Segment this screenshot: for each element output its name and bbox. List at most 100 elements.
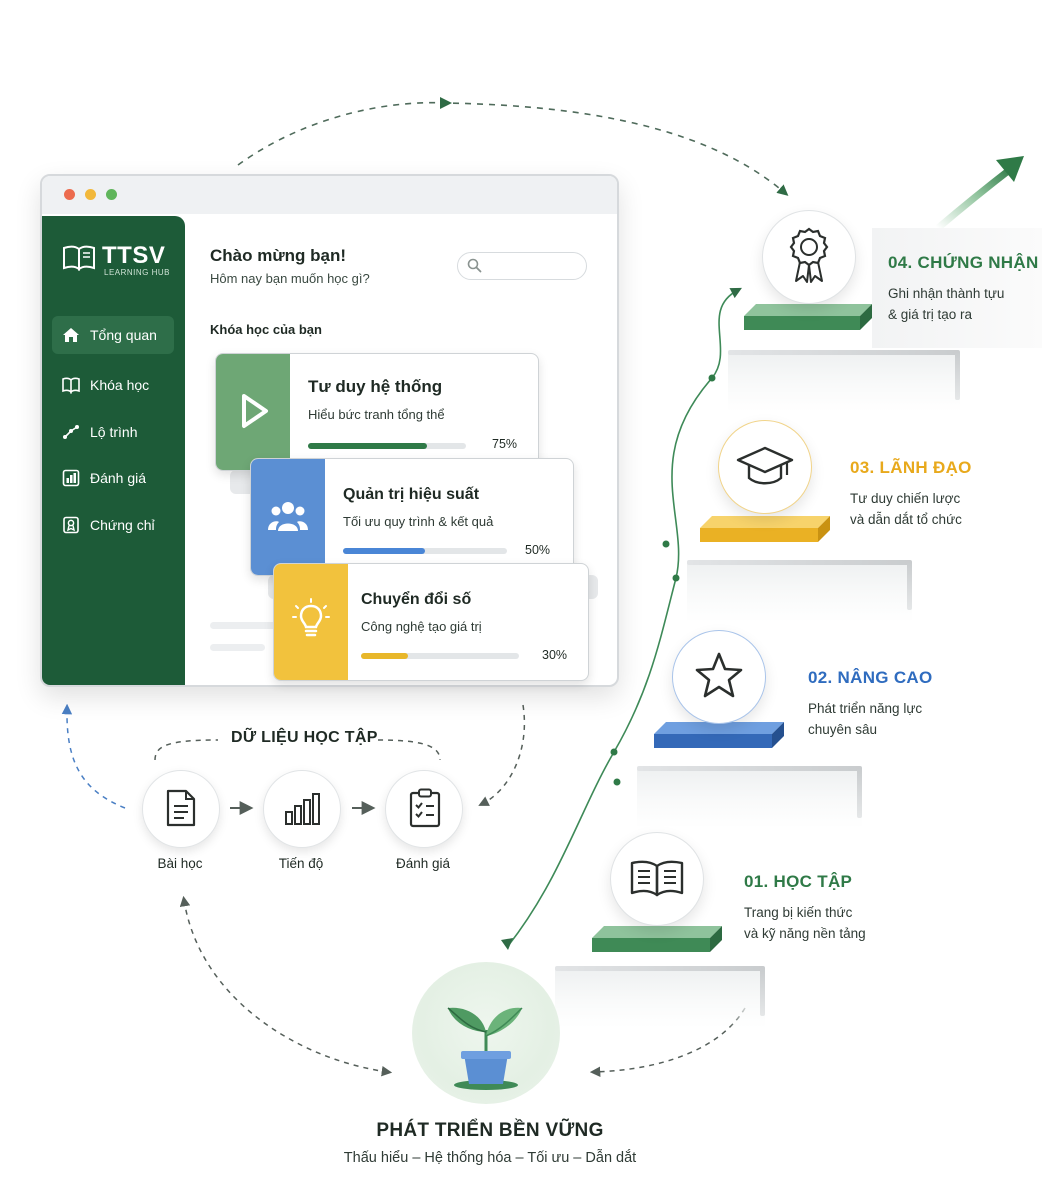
step-riser [760, 968, 765, 1016]
course-thumbnail [251, 459, 325, 575]
welcome-heading: Chào mừng bạn! [210, 246, 347, 265]
course-thumbnail [274, 564, 348, 680]
sidebar-item-label: Khóa học [90, 377, 150, 393]
step-description: Ghi nhận thành tựu & giá trị tạo ra [888, 283, 1046, 325]
step-description-line: Tư duy chiến lược [850, 491, 961, 506]
chart-icon [62, 469, 80, 487]
course-progress-label: 30% [542, 648, 568, 662]
step-node-advanced [672, 630, 766, 724]
course-subtitle: Công nghệ tạo giá trị [361, 619, 482, 634]
course-subtitle: Hiểu bức tranh tổng thể [308, 407, 445, 422]
search-icon [467, 258, 482, 273]
book-icon [62, 377, 80, 394]
step-title: 04. CHỨNG NHẬN [888, 253, 1039, 272]
course-progress-fill [361, 653, 409, 659]
course-thumbnail [216, 354, 290, 470]
step-card-bg [872, 228, 1042, 348]
step-platform-02 [654, 722, 784, 748]
step-platform-01 [592, 926, 722, 952]
step-description-line: và dẫn dắt tổ chức [850, 512, 962, 527]
placeholder-line [210, 644, 265, 651]
data-node-label: Đánh giá [395, 856, 451, 871]
step-ledge-shadow [728, 352, 960, 412]
step-description: Trang bị kiến thức và kỹ năng nền tảng [744, 902, 914, 944]
sidebar-item-label: Lộ trình [90, 424, 138, 440]
sidebar-item-certificates[interactable]: Chứng chỉ [52, 506, 174, 544]
step-node-learning [610, 832, 704, 926]
sidebar-item-assessment[interactable]: Đánh giá [52, 459, 174, 497]
welcome-subheading: Hôm nay bạn muốn học gì? [210, 271, 370, 286]
step-description-line: chuyên sâu [808, 722, 878, 737]
sidebar-item-label: Tổng quan [90, 327, 157, 343]
sustainable-growth-title: PHÁT TRIỂN BỀN VỮNG [376, 1120, 604, 1141]
step-title: 01. HỌC TẬP [744, 872, 853, 891]
step-node-leadership [718, 420, 812, 514]
course-subtitle: Tối ưu quy trình & kết quả [343, 514, 494, 529]
step-ledge [728, 350, 960, 355]
data-flow-title: DỮ LIỆU HỌC TẬP [231, 729, 378, 746]
sidebar-item-label: Đánh giá [90, 470, 147, 486]
course-title: Chuyển đổi số [361, 591, 472, 608]
sidebar-item-overview[interactable]: Tổng quan [52, 316, 174, 354]
top-arc-connector [237, 101, 789, 196]
graduation-cap-icon [736, 446, 794, 485]
certificate-icon [63, 516, 79, 534]
bar-chart-icon [285, 793, 320, 825]
open-book-icon [630, 860, 684, 897]
step-platform-03 [700, 516, 830, 542]
data-node-label: Tiến độ [278, 856, 324, 871]
course-progress-fill [343, 548, 425, 554]
placeholder-line [210, 622, 280, 629]
brand-name: TTSV [102, 242, 166, 269]
step-node-certification [762, 210, 856, 304]
minimize-window-button[interactable] [85, 189, 96, 200]
course-title: Quản trị hiệu suất [343, 486, 480, 503]
brand-logo[interactable]: TTSV LEARNING HUB [62, 242, 182, 282]
step-description: Phát triển năng lực chuyên sâu [808, 698, 978, 740]
close-window-button[interactable] [64, 189, 75, 200]
step-description-line: & giá trị tạo ra [888, 307, 973, 322]
home-icon [63, 328, 79, 342]
step-description: Tư duy chiến lược và dẫn dắt tổ chức [850, 488, 1020, 530]
step-title: 02. NÂNG CAO [808, 668, 933, 687]
team-icon [268, 502, 308, 531]
course-progress-bar [308, 443, 466, 449]
sidebar-item-courses[interactable]: Khóa học [52, 366, 174, 404]
play-icon [242, 394, 268, 428]
data-node-assessment [385, 770, 463, 848]
step-ledge-shadow [687, 562, 912, 622]
sidebar-item-roadmap[interactable]: Lộ trình [52, 413, 174, 451]
lightbulb-icon [292, 598, 330, 637]
step-description-line: Phát triển năng lực [808, 701, 923, 716]
step-description-line: Ghi nhận thành tựu [888, 286, 1005, 301]
step-riser [955, 352, 960, 400]
sidebar-item-label: Chứng chỉ [90, 517, 155, 533]
plant-icon [447, 1007, 523, 1090]
course-progress-bar [361, 653, 519, 659]
step-ledge-shadow [637, 768, 862, 828]
course-card-systems-thinking[interactable]: Tư duy hệ thống Hiểu bức tranh tổng thể … [215, 353, 539, 471]
logo-book-icon [63, 245, 95, 271]
maximize-window-button[interactable] [106, 189, 117, 200]
route-icon [63, 425, 79, 439]
courses-heading: Khóa học của bạn [210, 322, 322, 337]
step-ledge [637, 766, 862, 771]
course-card-performance-management[interactable]: Quản trị hiệu suất Tối ưu quy trình & kế… [250, 458, 574, 576]
course-progress-label: 75% [492, 437, 518, 451]
step-ledge [555, 966, 765, 971]
step-platform-04 [744, 304, 872, 330]
window-titlebar [42, 176, 617, 214]
step-riser [857, 768, 862, 818]
growth-arrow [934, 164, 1016, 232]
step-ledge-shadow [555, 968, 765, 1028]
step-description-line: Trang bị kiến thức [744, 905, 853, 920]
step-ledge [687, 560, 912, 565]
brand-tagline: LEARNING HUB [104, 268, 171, 277]
course-progress-fill [308, 443, 427, 449]
star-icon [695, 652, 743, 698]
course-card-digital-transformation[interactable]: Chuyển đổi số Công nghệ tạo giá trị 30% [273, 563, 589, 681]
sidebar: TTSV LEARNING HUB Tổng quan Khóa học Lộ … [42, 216, 185, 685]
search-input[interactable] [457, 252, 587, 280]
step-riser [907, 562, 912, 610]
